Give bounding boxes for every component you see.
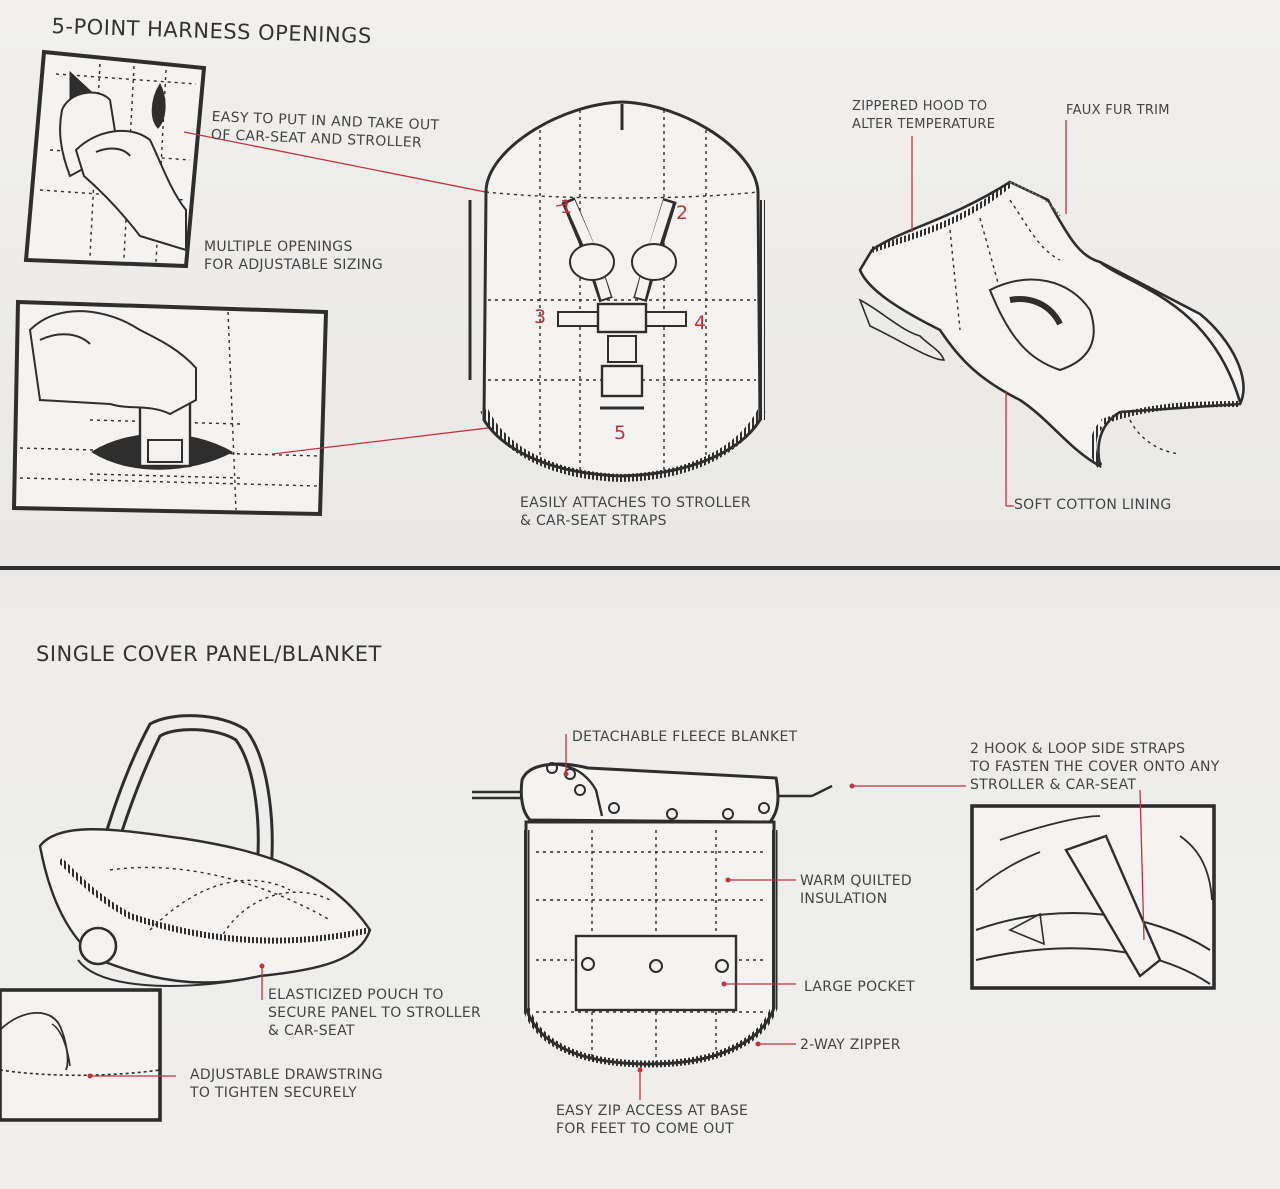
car-seat-illustration xyxy=(0,714,372,1122)
label-easy-zip-base: EASY ZIP ACCESS AT BASE FOR FEET TO COME… xyxy=(556,1102,748,1138)
strap-inset-illustration xyxy=(970,804,1216,990)
harness-number-1: 1 xyxy=(560,196,573,218)
label-two-way-zipper: 2-WAY ZIPPER xyxy=(800,1037,901,1053)
label-multiple-line1: MULTIPLE OPENINGS xyxy=(204,239,353,255)
label-pouch-line1: ELASTICIZED POUCH TO xyxy=(268,987,444,1003)
label-elasticized-pouch: ELASTICIZED POUCH TO SECURE PANEL TO STR… xyxy=(268,986,481,1040)
harness-number-5: 5 xyxy=(614,422,627,444)
label-adjustable-drawstring: ADJUSTABLE DRAWSTRING TO TIGHTEN SECUREL… xyxy=(190,1066,383,1102)
label-straps-line2: TO FASTEN THE COVER ONTO ANY xyxy=(970,759,1220,775)
harness-number-4: 4 xyxy=(694,312,707,334)
inset-buckle-opening xyxy=(11,299,329,517)
harness-cover-illustration xyxy=(468,100,766,483)
section-divider xyxy=(0,566,1280,570)
label-drawstring-line2: TO TIGHTEN SECURELY xyxy=(190,1085,357,1101)
label-zip-base-line1: EASY ZIP ACCESS AT BASE xyxy=(556,1103,749,1119)
label-drawstring-line1: ADJUSTABLE DRAWSTRING xyxy=(190,1067,383,1083)
label-zippered-hood: ZIPPERED HOOD TO ALTER TEMPERATURE xyxy=(852,98,995,134)
label-detachable-fleece: DETACHABLE FLEECE BLANKET xyxy=(572,729,798,745)
label-warm-quilted: WARM QUILTED INSULATION xyxy=(800,872,912,908)
label-soft-cotton-lining: SOFT COTTON LINING xyxy=(1014,497,1172,513)
inset-hand-harness xyxy=(23,49,207,269)
label-large-pocket: LARGE POCKET xyxy=(804,979,915,995)
hood-illustration xyxy=(858,180,1245,469)
harness-number-2: 2 xyxy=(676,202,689,224)
blanket-section-title: SINGLE COVER PANEL/BLANKET xyxy=(36,642,382,666)
blanket-dots xyxy=(563,771,855,1073)
label-quilted-line2: INSULATION xyxy=(800,891,888,907)
car-seat-dots xyxy=(87,963,265,1079)
strap-leader xyxy=(1139,789,1145,941)
label-straps-line3: STROLLER & CAR-SEAT xyxy=(970,777,1137,793)
label-pouch-line2: SECURE PANEL TO STROLLER xyxy=(268,1005,482,1021)
hood-leaders xyxy=(911,120,1067,507)
label-hook-loop-straps: 2 HOOK & LOOP SIDE STRAPS TO FASTEN THE … xyxy=(970,740,1220,794)
harness-number-leaders xyxy=(555,203,569,207)
label-pouch-line3: & CAR-SEAT xyxy=(268,1023,355,1039)
label-faux-fur-trim: FAUX FUR TRIM xyxy=(1066,103,1170,118)
label-easily-attaches: EASILY ATTACHES TO STROLLER & CAR-SEAT S… xyxy=(520,494,751,530)
label-straps-line1: 2 HOOK & LOOP SIDE STRAPS xyxy=(970,741,1186,757)
car-seat-leaders xyxy=(90,968,263,1077)
label-zip-base-line2: FOR FEET TO COME OUT xyxy=(556,1121,735,1137)
blanket-leaders xyxy=(565,734,966,1100)
label-attaches-line2: & CAR-SEAT STRAPS xyxy=(520,513,667,529)
blanket-panel-illustration xyxy=(472,762,833,1068)
label-hood-line2: ALTER TEMPERATURE xyxy=(852,117,996,132)
label-hood-line1: ZIPPERED HOOD TO xyxy=(852,99,988,114)
harness-number-3: 3 xyxy=(534,306,547,328)
label-quilted-line1: WARM QUILTED xyxy=(800,873,912,889)
label-attaches-line1: EASILY ATTACHES TO STROLLER xyxy=(520,495,751,511)
label-multiple-openings: MULTIPLE OPENINGS FOR ADJUSTABLE SIZING xyxy=(204,238,383,274)
label-multiple-line2: FOR ADJUSTABLE SIZING xyxy=(204,257,383,273)
